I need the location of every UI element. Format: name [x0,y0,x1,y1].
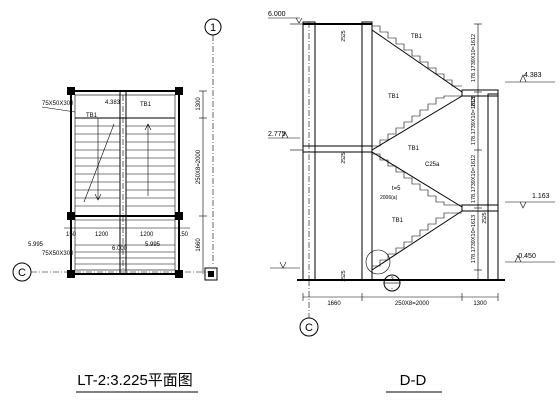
plan-elev-mid: 6.000 [112,246,128,252]
section-axis-bubble-c [299,317,319,337]
tag-note: 2006(a) [380,195,398,201]
column-axis [204,267,218,281]
flight-dim-3: 178.1739X10=1612 [471,155,477,203]
section-dim-1660: 1660 [327,301,341,307]
plan-dim-steps: 250X8=2000 [196,149,202,184]
elev-marker-6000: 6.000 [268,11,303,24]
tag-tb1-b: TB1 [388,94,400,100]
detail-num: 2 [390,277,394,283]
tag-2525-e: 2525 [341,270,347,281]
stair-flight-4 [371,210,463,271]
stair-frame [70,90,180,275]
plan-tag2: TB1 [86,113,98,119]
plan-elev-plat2: 5.995 [145,242,161,248]
flight-dim-4: 178.1739X10=1613 [471,215,477,263]
plan-elev-plat1: 5.995 [28,242,44,248]
plan-dim-1200a: 1200 [95,232,109,238]
column-right [487,93,499,281]
section-axis-label-c: C [305,322,313,334]
svg-text:-0.450: -0.450 [516,253,536,260]
stair-flight-3 [371,151,463,208]
plan-angle-top: 75X50X300 [42,101,74,107]
plan-title: LT-2:3.225平面图 [77,372,193,389]
plan-dim-1300: 1300 [196,97,202,111]
section-view: 2 - 178.1739X10=1612 178.1739X10=1613 17… [268,11,555,393]
column-mid [361,21,373,281]
ground-marker-left [270,261,300,269]
plan-tag1: TB1 [140,102,152,108]
plan-angle-bot: 75X50X300 [42,251,74,257]
plan-dim-150a: 150 [66,232,77,238]
plan-view: 1 C [12,18,222,393]
section-dim-1300: 1300 [473,301,487,307]
flight-dim-1: 178.1739X10=1612 [471,34,477,82]
tag-tb1-d: TB1 [392,218,404,224]
tag-t5: t=5 [392,186,401,192]
section-dim-steps: 250X8=2000 [395,301,430,307]
stair-flight-1 [371,25,463,93]
axis-label-c: C [18,267,26,279]
stair-flight-2 [371,95,463,151]
tag-tb1-c: TB1 [408,146,420,152]
right-flight-treads [126,125,175,207]
flight-dim-2: 178.1739X10=1613 [471,97,477,145]
elev-marker-1163: 1.163 [505,193,555,209]
tag-2525-a: 2525 [341,30,347,41]
plan-elev-top: 4.383 [105,100,121,106]
elev-marker-m0450: -0.450 [505,253,555,263]
axis-label-1: 1 [210,22,216,34]
left-flight-treads [75,125,120,207]
tag-tb1-a: TB1 [411,34,423,40]
tag-2525-b: 2525 [341,152,347,163]
plan-dim-1200b: 1200 [140,232,154,238]
tag-2525-d: 2525 [482,212,488,223]
elev-marker-2775: 2.775 [268,131,300,139]
detail-callout-circle [365,249,391,275]
svg-text:6.000: 6.000 [268,11,286,18]
plan-dim-150b: 150 [178,232,189,238]
svg-text:1.163: 1.163 [532,193,550,200]
tag-2525-c: 2525 [471,95,477,106]
tag-c25a: C25a [425,162,440,168]
elev-marker-4383: 4.383 [505,72,555,83]
detail-sheet: - [391,286,393,292]
plan-dim-1660: 1660 [196,238,202,252]
svg-text:2.775: 2.775 [268,131,286,138]
section-title: D-D [400,372,427,389]
svg-text:4.383: 4.383 [524,72,542,79]
